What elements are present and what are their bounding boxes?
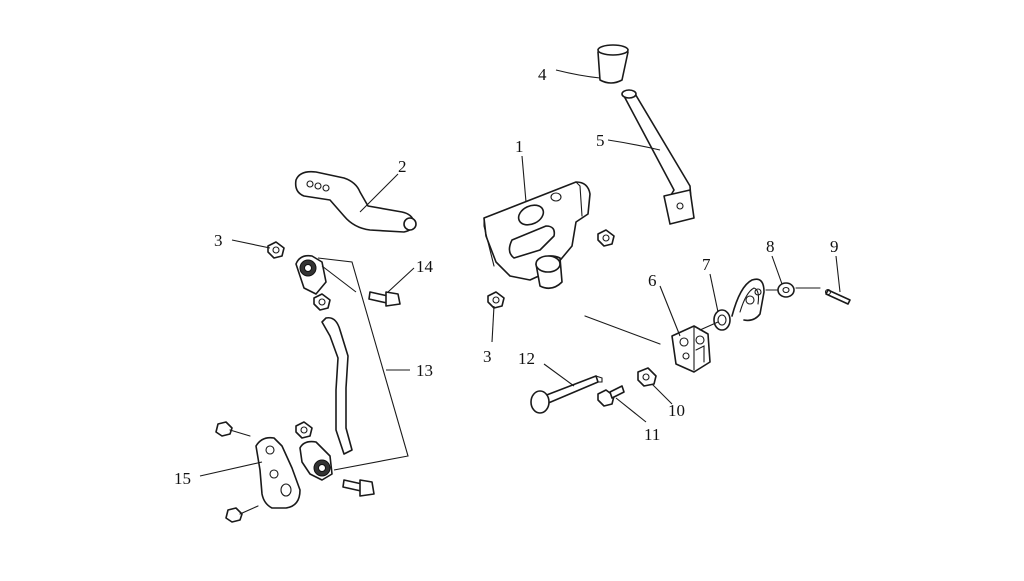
- callout-2: 2: [398, 157, 407, 176]
- callout-13: 13: [416, 361, 433, 380]
- part-15-lower-bracket: [255, 436, 301, 509]
- part-4-knob: [597, 44, 629, 84]
- callout-12: 12: [518, 349, 535, 368]
- callout-4: 4: [538, 65, 547, 84]
- callout-14: 14: [416, 257, 434, 276]
- callout-3-left: 3: [214, 231, 223, 250]
- part-6-clevis: [671, 325, 711, 373]
- callout-1: 1: [515, 137, 524, 156]
- part-3-nut-upper: [597, 229, 615, 247]
- connecting-rod: [321, 316, 353, 455]
- part-1-bracket: [483, 181, 591, 290]
- part-3-nut-lower: [487, 291, 505, 309]
- part-15-small-bolt-bottom: [225, 505, 259, 523]
- callout-labels: 1 2 3 3 4 5 6 7 8 9 10 11 12 13 14 15: [174, 65, 839, 488]
- callout-8: 8: [766, 237, 775, 256]
- lower-bolt: [342, 479, 375, 497]
- part-3-nut-left: [267, 241, 285, 259]
- callout-11: 11: [644, 425, 660, 444]
- part-8-washer: [777, 282, 795, 298]
- callout-7: 7: [702, 255, 711, 274]
- callout-6: 6: [648, 271, 657, 290]
- callout-10: 10: [668, 401, 685, 420]
- part-7-spring: [713, 278, 765, 331]
- part-15-small-bolt-top: [215, 421, 251, 437]
- callout-5: 5: [596, 131, 605, 150]
- part-12-pin: [530, 375, 603, 414]
- part-11-bolt: [597, 385, 625, 407]
- part-9-cotter-pin: [824, 288, 851, 305]
- callout-15: 15: [174, 469, 191, 488]
- part-5-shift-lever: [621, 89, 695, 225]
- part-2-pedal-arm: [294, 170, 417, 233]
- upper-rod-end: [295, 254, 331, 311]
- callout-9: 9: [830, 237, 839, 256]
- callout-3-lower: 3: [483, 347, 492, 366]
- leader-lines: [199, 69, 841, 477]
- part-14-bolt: [368, 291, 401, 307]
- lower-rod-end: [295, 421, 333, 481]
- part-10-nut: [637, 367, 657, 387]
